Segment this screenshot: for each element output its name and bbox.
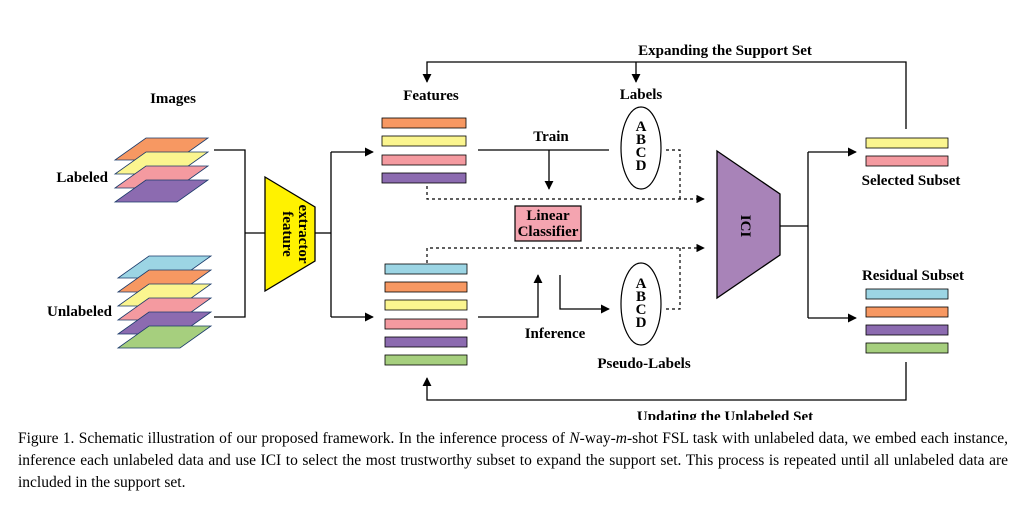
linear-classifier-label-1: Linear [526,208,570,224]
linear-classifier-label-2: Classifier [518,224,579,240]
framework-diagram: Images Labeled Unlabeled feature extract… [47,43,964,425]
selected-bar-yellow [865,137,949,149]
expanding-support-set-label: Expanding the Support Set [638,43,812,59]
class-letter: C [636,302,647,318]
inference-path [478,274,610,318]
image-slice-green [116,325,213,349]
feature-bar-green [384,354,468,366]
feature-bar-yellow [381,135,467,147]
class-letter: A [636,119,647,135]
residual-bar-green [865,342,949,354]
linear-classifier-box [514,205,582,242]
train-label: Train [533,129,569,145]
figure-caption: Figure 1. Schematic illustration of our … [18,428,1008,494]
feature-bar-yellow [384,299,468,311]
selected-subset-bars [865,137,949,167]
pseudo-labels-ellipse [620,262,662,346]
labeled-image-stack [113,137,210,203]
features-label: Features [403,88,459,104]
ici-outputs [780,147,857,323]
unlabeled-feature-bars [384,263,468,366]
class-letter: C [636,145,647,161]
feature-bar-pink [384,318,468,330]
class-letter: D [636,158,647,174]
dashed-feature-paths [426,149,705,310]
train-path [478,149,609,190]
labels-ellipse [620,106,662,190]
ici-label: ICI [737,215,753,238]
residual-subset-label: Residual Subset [862,268,964,284]
caption-var-n: N [569,430,580,447]
inference-label: Inference [525,326,586,342]
images-label: Images [150,91,196,107]
feature-bar-pink [381,154,467,166]
feature-extractor-block [264,175,316,293]
class-letter: A [636,276,647,292]
residual-subset-bars [865,288,949,354]
feature-bar-purple [384,336,468,348]
class-letter: B [636,289,646,305]
feature-extractor-label-2: extractor [295,204,311,263]
updating-unlabeled-set-label: Updating the Unlabeled Set [637,409,813,420]
feature-extractor-label-1: feature [279,211,295,257]
feature-bar-orange [381,117,467,129]
pseudo-labels-label: Pseudo-Labels [597,356,691,372]
residual-bar-orange [865,306,949,318]
unlabeled-image-stack [116,255,213,349]
labeled-feature-bars [381,117,467,184]
caption-prefix: Figure 1. Schematic illustration of our … [18,430,570,447]
caption-suffix: -shot FSL task with unlabeled data, we e… [18,430,1008,491]
feedback-loops [422,61,907,401]
class-letter: D [636,315,647,331]
image-slice-purple [113,179,210,203]
caption-var-m: m [615,430,627,447]
feature-bar-orange [384,281,468,293]
selected-bar-pink [865,155,949,167]
ici-block [716,149,781,300]
feature-bar-purple [381,172,467,184]
class-letter: B [636,132,646,148]
labeled-label: Labeled [56,170,108,186]
selected-subset-label: Selected Subset [862,173,961,189]
feature-bar-blue [384,263,468,275]
extractor-outputs [315,147,374,322]
input-connectors [214,149,265,318]
unlabeled-label: Unlabeled [47,304,113,320]
caption-way: -way- [579,430,616,447]
labels-label: Labels [620,87,663,103]
residual-bar-blue [865,288,949,300]
residual-bar-purple [865,324,949,336]
